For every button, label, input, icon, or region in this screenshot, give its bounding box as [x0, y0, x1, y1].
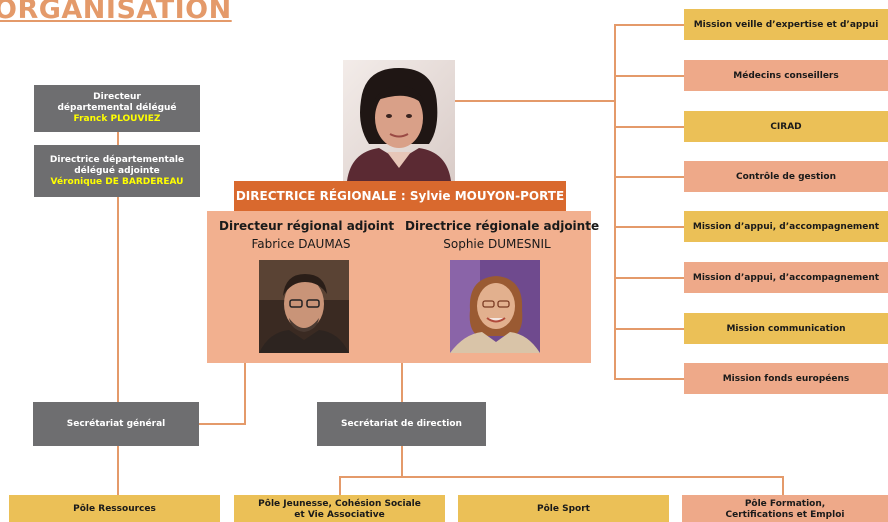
pole-formation-box: Pôle Formation, Certifications et Emploi: [682, 495, 888, 522]
mission-box-7: Mission communication: [684, 313, 888, 344]
adjoint-2-title: Directrice régionale adjointe: [405, 219, 600, 233]
connector-missions-vertical: [614, 24, 616, 379]
adjoint-1-photo: [259, 260, 349, 353]
directeur-title-line2: départemental délégué: [57, 103, 177, 113]
mission-box-5: Mission d’appui, d’accompagnement: [684, 211, 888, 242]
pole-sport-box: Pôle Sport: [458, 495, 669, 522]
mission-box-3: CIRAD: [684, 111, 888, 142]
connector-mission-3: [614, 126, 684, 128]
directrice-adjointe-name: Véronique DE BARDEREAU: [50, 176, 184, 187]
connector-sg-to-panel-h: [197, 423, 245, 425]
mission-box-6: Mission d’appui, d’accompagnement: [684, 262, 888, 293]
mission-box-2: Médecins conseillers: [684, 60, 888, 91]
connector-mission-5: [614, 226, 684, 228]
connector-mission-7: [614, 328, 684, 330]
directrice-adjointe-title-line2: délégué adjointe: [74, 165, 160, 176]
portrait-image: [450, 260, 540, 353]
pole-jeunesse-label-line1: Pôle Jeunesse, Cohésion Sociale: [258, 499, 421, 509]
adjoint-2-photo: [450, 260, 540, 353]
connector-mission-1: [614, 24, 684, 26]
mission-box-8: Mission fonds européens: [684, 363, 888, 394]
connector-panel-to-sd: [401, 363, 403, 403]
page-title: ORGANISATION: [0, 0, 232, 25]
connector-poles-horizontal: [339, 476, 783, 478]
directrice-adjointe-title-line1: Directrice départementale: [49, 154, 185, 165]
adjoints-panel: Directeur régional adjoint Fabrice DAUMA…: [207, 211, 600, 363]
connector-mission-4: [614, 176, 684, 178]
directrice-regionale-banner: DIRECTRICE RÉGIONALE : Sylvie MOUYON-POR…: [234, 181, 566, 211]
directeur-departemental-box: Directeur départemental délégué Franck P…: [34, 85, 200, 132]
directrice-photo: [343, 60, 455, 181]
mission-box-1: Mission veille d’expertise et d’appui: [684, 9, 888, 40]
connector-mission-6: [614, 277, 684, 279]
pole-ressources-label: Pôle Ressources: [73, 504, 156, 514]
pole-sport-label: Pôle Sport: [537, 504, 590, 514]
connector-photo-to-missions: [455, 100, 616, 102]
directeur-title-line1: Directeur: [93, 92, 141, 102]
secretariat-general-box: Secrétariat général: [33, 402, 199, 446]
connector-mission-2: [614, 75, 684, 77]
portrait-image: [259, 260, 349, 353]
secretariat-direction-box: Secrétariat de direction: [317, 402, 486, 446]
pole-jeunesse-box: Pôle Jeunesse, Cohésion Sociale et Vie A…: [234, 495, 445, 522]
adjoint-1-name: Fabrice DAUMAS: [251, 237, 351, 251]
connector-mission-8: [614, 378, 684, 380]
adjoint-2-name: Sophie DUMESNIL: [443, 237, 551, 251]
connector-pole4-drop: [782, 476, 784, 496]
connector-left-vertical: [117, 100, 119, 500]
pole-jeunesse-label-line2: et Vie Associative: [294, 510, 385, 520]
pole-formation-label-line2: Certifications et Emploi: [725, 510, 845, 520]
pole-ressources-box: Pôle Ressources: [9, 495, 220, 522]
connector-sg-to-panel-v: [244, 363, 246, 425]
connector-sd-to-poles: [401, 446, 403, 477]
portrait-image: [343, 60, 455, 181]
mission-box-4: Contrôle de gestion: [684, 161, 888, 192]
directeur-name: Franck PLOUVIEZ: [73, 114, 161, 124]
pole-formation-label-line1: Pôle Formation,: [744, 499, 826, 509]
directrice-adjointe-box: Directrice départementale délégué adjoin…: [34, 145, 200, 197]
connector-pole2-drop: [339, 476, 341, 496]
adjoint-1-title: Directeur régional adjoint: [219, 219, 395, 233]
